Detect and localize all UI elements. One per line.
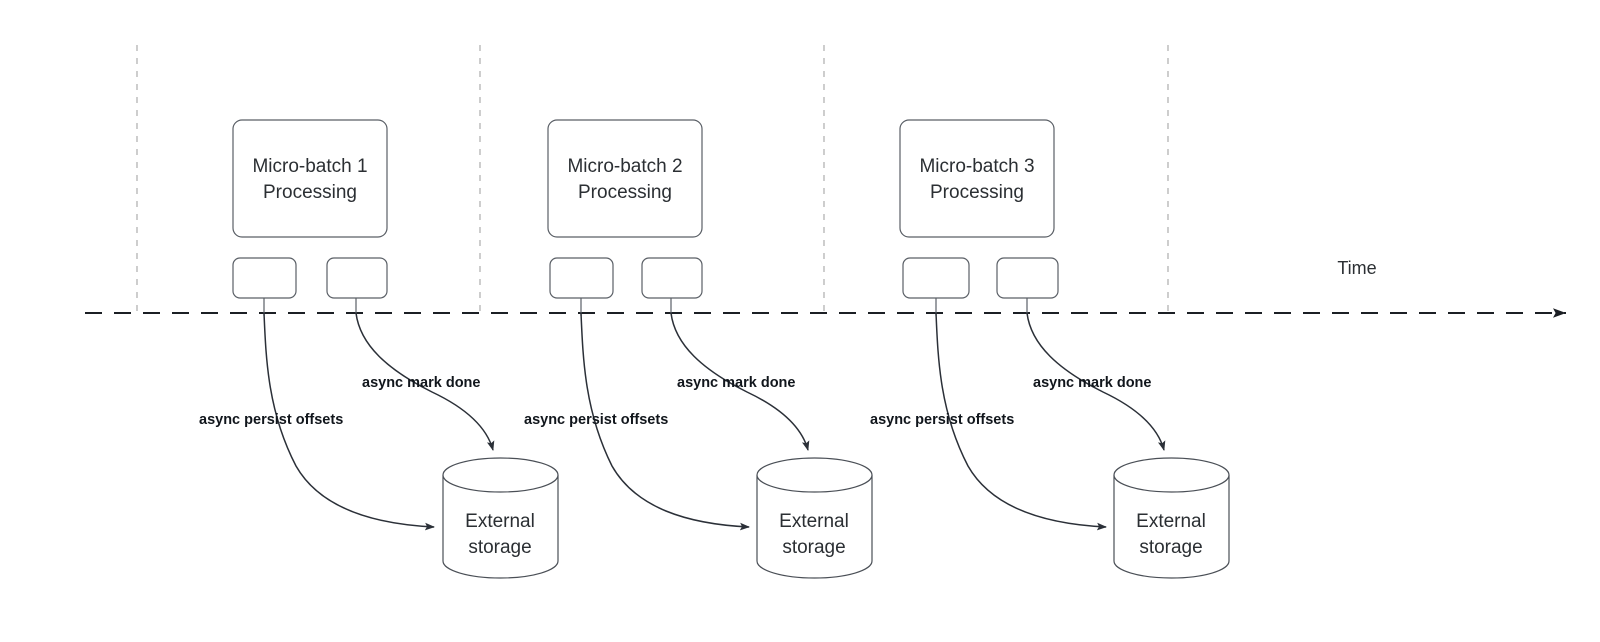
task-box-3b[interactable] xyxy=(996,257,1059,299)
cylinder-3-line2: storage xyxy=(1139,537,1202,558)
cylinder-3-body xyxy=(1113,475,1230,579)
cylinder-2-top xyxy=(756,457,873,493)
microbatch-box-3[interactable] xyxy=(899,119,1055,238)
mark-done-label-2: async mark done xyxy=(677,375,795,391)
microbatch-box-3-line1: Micro-batch 3 xyxy=(919,156,1034,177)
microbatch-box-2-line2: Processing xyxy=(578,182,672,203)
group-2: Micro-batch 2 Processing async persist o… xyxy=(524,119,873,579)
task-box-1b[interactable] xyxy=(326,257,388,299)
cylinder-2-body xyxy=(756,475,873,579)
task-box-2b[interactable] xyxy=(641,257,703,299)
mark-done-arrow-3 xyxy=(1026,312,1166,451)
microbatch-box-2-line1: Micro-batch 2 xyxy=(567,156,682,177)
cylinder-1-body xyxy=(442,475,559,579)
external-storage-cylinder-2[interactable]: External storage xyxy=(756,457,873,579)
mark-done-arrow-2 xyxy=(670,312,810,451)
cylinder-1-line2: storage xyxy=(468,537,531,558)
persist-offsets-arrow-3 xyxy=(935,312,1107,531)
cylinder-1-line1: External xyxy=(465,511,535,532)
microbatch-box-2[interactable] xyxy=(547,119,703,238)
persist-offsets-arrow-1 xyxy=(263,312,435,531)
microbatch-box-3-line2: Processing xyxy=(930,182,1024,203)
persist-offsets-label-3: async persist offsets xyxy=(870,412,1014,428)
persist-offsets-label-1: async persist offsets xyxy=(199,412,343,428)
external-storage-cylinder-3[interactable]: External storage xyxy=(1113,457,1230,579)
persist-offsets-arrow-2 xyxy=(580,312,750,531)
cylinder-3-top xyxy=(1113,457,1230,493)
microbatch-box-1-line1: Micro-batch 1 xyxy=(252,156,367,177)
time-axis-label: Time xyxy=(1337,258,1376,278)
mark-done-label-1: async mark done xyxy=(362,375,480,391)
mark-done-arrow-1 xyxy=(355,312,495,451)
time-dividers xyxy=(136,45,1169,313)
task-box-1a[interactable] xyxy=(232,257,297,299)
cylinder-2-line1: External xyxy=(779,511,849,532)
cylinder-1-top xyxy=(442,457,559,493)
cylinder-3-line1: External xyxy=(1136,511,1206,532)
cylinder-2-line2: storage xyxy=(782,537,845,558)
task-box-3a[interactable] xyxy=(902,257,970,299)
group-3: Micro-batch 3 Processing async persist o… xyxy=(870,119,1230,579)
microbatch-box-1-line2: Processing xyxy=(263,182,357,203)
external-storage-cylinder-1[interactable]: External storage xyxy=(442,457,559,579)
task-box-2a[interactable] xyxy=(549,257,614,299)
persist-offsets-label-2: async persist offsets xyxy=(524,412,668,428)
microbatch-box-1[interactable] xyxy=(232,119,388,238)
mark-done-label-3: async mark done xyxy=(1033,375,1151,391)
group-1: Micro-batch 1 Processing async persist o… xyxy=(199,119,559,579)
